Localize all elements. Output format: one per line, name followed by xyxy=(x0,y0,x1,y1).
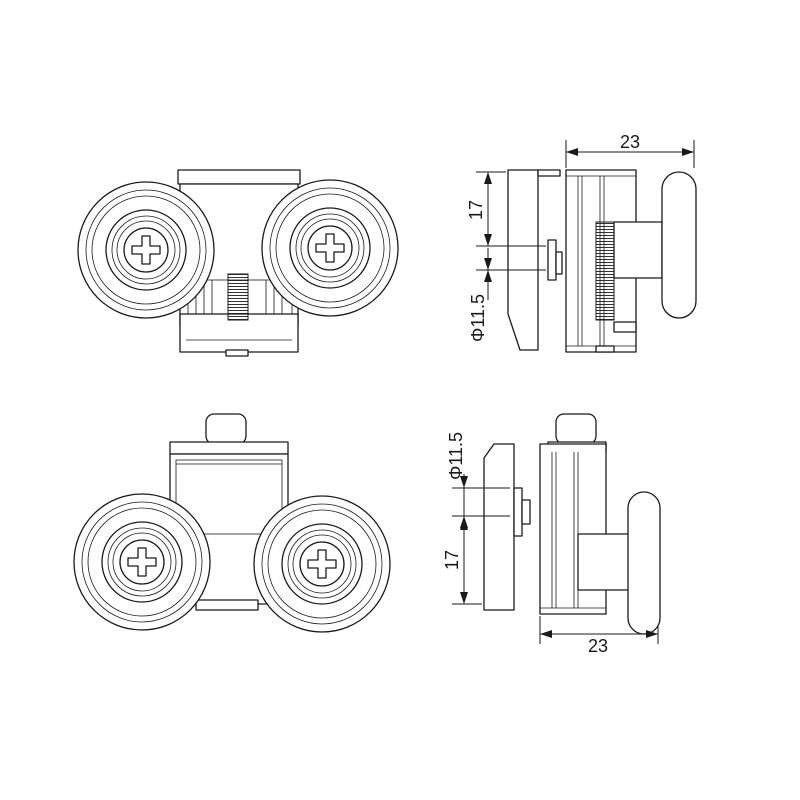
roller-edge xyxy=(661,171,697,319)
roller-right-bottom-icon xyxy=(253,495,391,633)
side-view-bottom: Φ11.5 17 23 xyxy=(442,413,661,656)
top-stud xyxy=(205,413,247,445)
base-tab xyxy=(225,349,249,357)
roller-right-icon xyxy=(261,179,399,317)
mount-plate-bottom xyxy=(483,443,515,611)
axle-hub xyxy=(613,221,663,279)
roller-edge-bottom xyxy=(627,491,661,635)
roller-left-icon xyxy=(77,181,215,319)
front-view-top xyxy=(77,169,399,357)
adjust-screw xyxy=(227,273,249,321)
dim-width-label-bottom: 23 xyxy=(588,636,608,656)
side-view-top: 23 17 Φ11.5 xyxy=(466,132,697,353)
top-bracket-bottom xyxy=(169,441,289,455)
dim-height-label-bottom: 17 xyxy=(442,550,462,570)
dim-diameter-label: Φ11.5 xyxy=(468,294,488,342)
front-view-bottom xyxy=(73,413,391,633)
mount-plate xyxy=(507,169,539,351)
axle-hub-bottom xyxy=(577,533,633,591)
dim-width-label: 23 xyxy=(620,132,640,152)
roller-left-bottom-icon xyxy=(73,493,211,631)
dim-height-label: 17 xyxy=(466,200,486,220)
dim-diameter-label-bottom: Φ11.5 xyxy=(446,432,466,480)
spindle xyxy=(595,221,615,321)
top-bracket xyxy=(177,169,301,185)
